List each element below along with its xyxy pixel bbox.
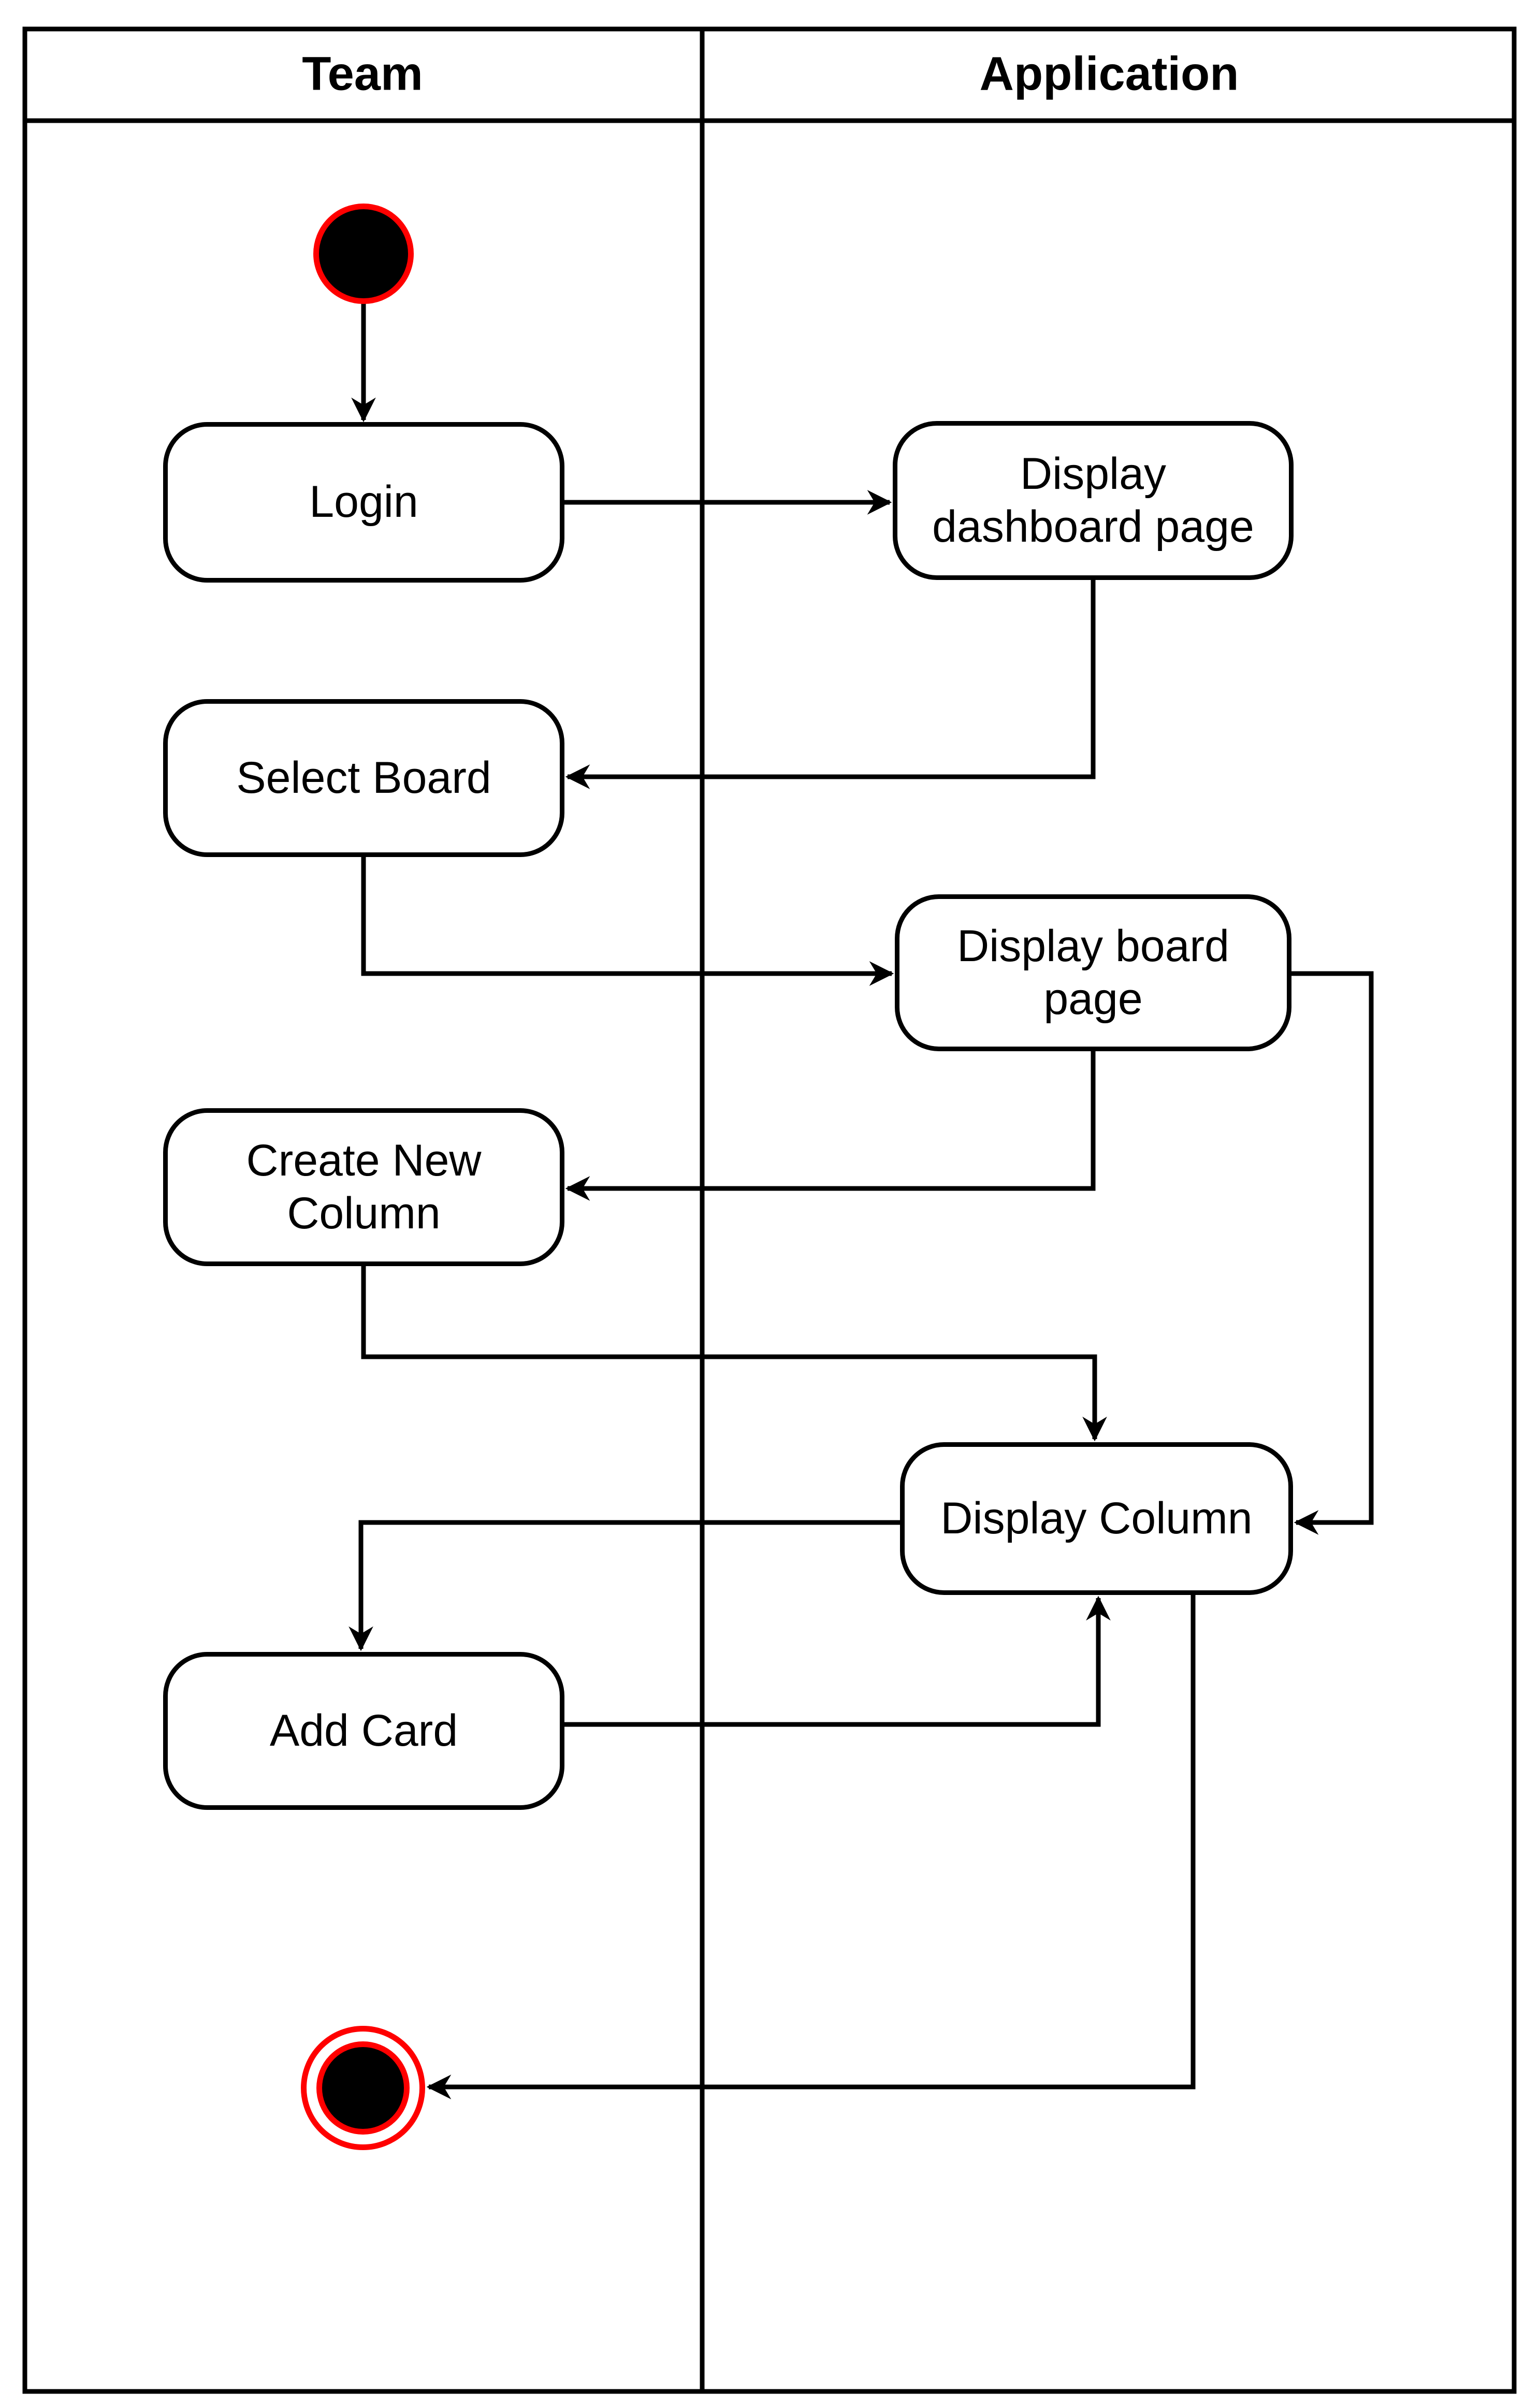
action-node-create-new-column: Create New Column <box>163 1108 564 1266</box>
action-label: Display board page <box>957 921 1229 1024</box>
swimlane-pool-border <box>22 26 1517 2394</box>
action-node-add-card: Add Card <box>163 1652 564 1810</box>
edge-select-board-to-display-board-page <box>361 857 894 986</box>
action-node-display-dashboard-page: Display dashboard page <box>893 421 1294 580</box>
action-label: Add Card <box>269 1705 458 1756</box>
lane-header-application: Application <box>979 47 1239 100</box>
action-node-select-board: Select Board <box>163 699 564 857</box>
action-label: Display Column <box>940 1493 1253 1543</box>
action-node-display-column: Display Column <box>900 1442 1293 1595</box>
edge-display-board-page-to-display-column <box>1291 971 1374 1535</box>
action-node-display-board-page: Display board page <box>895 894 1291 1051</box>
edge-display-board-page-to-create-new-column <box>565 1051 1096 1201</box>
edge-add-card-to-display-column <box>564 1595 1111 1727</box>
activity-final-node <box>301 2026 425 2150</box>
edge-display-column-to-add-card <box>349 1520 900 1651</box>
activity-final-node-core <box>316 2041 410 2135</box>
lane-header-team: Team <box>302 47 423 100</box>
action-node-login: Login <box>163 422 564 583</box>
edge-create-new-column-to-display-column <box>361 1266 1107 1442</box>
action-label: Select Board <box>236 752 491 803</box>
action-label: Login <box>309 477 418 527</box>
action-label: Display dashboard page <box>932 449 1254 552</box>
action-label: Create New Column <box>246 1136 482 1238</box>
initial-node <box>313 204 414 304</box>
edge-display-dashboard-to-select-board <box>565 580 1096 789</box>
edge-display-column-to-end <box>426 1595 1196 2099</box>
